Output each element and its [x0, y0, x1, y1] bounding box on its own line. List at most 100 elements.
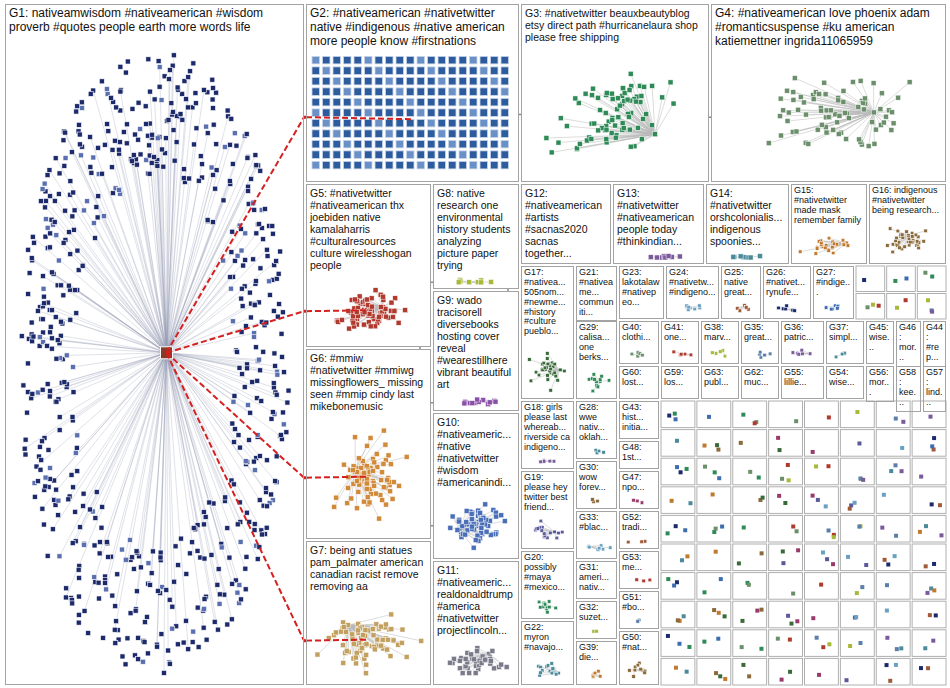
vertex-mark [796, 107, 801, 112]
vertex-mark [225, 108, 230, 113]
vertex-mark [227, 179, 232, 184]
vertex-mark [396, 109, 404, 117]
vertex-mark [542, 361, 546, 365]
cluster-line [800, 243, 846, 252]
vertex-mark [428, 119, 436, 127]
vertex-mark [428, 67, 436, 75]
cluster [456, 277, 493, 284]
vertex-mark [217, 601, 222, 606]
vertex-mark [102, 142, 107, 147]
vertex-mark [417, 130, 425, 138]
fan-line [167, 353, 260, 456]
vertex-mark [378, 305, 383, 310]
vertex-mark [43, 198, 48, 203]
fan-line [53, 353, 167, 529]
vertex-mark [592, 373, 596, 377]
vertex-mark [110, 191, 115, 196]
vertex-mark [459, 67, 467, 75]
vertex-mark [23, 452, 28, 457]
vertex-mark [191, 61, 196, 66]
vertex-mark [170, 604, 175, 609]
vertex-mark [903, 245, 907, 249]
vertex-mark [254, 231, 259, 236]
vertex-mark [870, 120, 875, 125]
vertex-mark [284, 430, 289, 435]
vertex-mark [470, 130, 478, 138]
vertex-mark [480, 119, 488, 127]
vertex-mark [573, 96, 578, 101]
vertex-mark [333, 130, 341, 138]
vertex-mark [63, 595, 68, 600]
vertex-mark [155, 588, 160, 593]
vertex-mark [240, 372, 245, 377]
fan-line [95, 238, 166, 353]
fan-line [167, 353, 225, 501]
vertex-mark [26, 292, 31, 297]
cluster [731, 254, 763, 260]
vertex-mark [68, 317, 73, 322]
vertex-mark [312, 119, 320, 127]
fan-line [56, 235, 166, 353]
vertex-mark [56, 498, 61, 503]
vertex-mark [480, 130, 488, 138]
vertex-mark [577, 141, 582, 146]
vertex-mark [616, 115, 621, 120]
cluster-line [607, 93, 655, 134]
vertex-mark [871, 110, 876, 115]
fan-line [167, 353, 276, 481]
vertex-mark [791, 351, 795, 355]
vertex-mark [195, 605, 200, 610]
vertex-mark [158, 555, 163, 560]
vertex-mark [255, 557, 260, 562]
vertex-mark [93, 235, 98, 240]
vertex-mark [235, 590, 240, 595]
vertex-mark [386, 77, 394, 85]
vertex-mark [679, 352, 683, 356]
vertex-mark [104, 587, 109, 592]
vertex-mark [354, 109, 362, 117]
vertex-mark [73, 509, 78, 514]
vertex-mark [76, 612, 81, 617]
vertex-mark [138, 565, 143, 570]
vertex-mark [211, 122, 216, 127]
vertex-mark [178, 536, 183, 541]
vertex-mark [265, 504, 270, 509]
vertex-mark [205, 131, 210, 136]
vertex-mark [352, 297, 357, 302]
vertex-mark [125, 636, 130, 641]
cluster-line [586, 94, 655, 135]
vertex-mark [232, 131, 237, 136]
vertex-mark [159, 632, 164, 637]
vertex-mark [42, 301, 47, 306]
vertex-mark [286, 388, 291, 393]
vertex-mark [333, 56, 341, 64]
vertex-mark [257, 357, 262, 362]
vertex-mark [104, 540, 109, 545]
vertex-mark [82, 542, 87, 547]
fan-line [150, 92, 166, 353]
vertex-mark [214, 142, 219, 147]
vertex-mark [144, 121, 149, 126]
vertex-mark [40, 506, 45, 511]
vertex-mark [365, 56, 373, 64]
vertex-mark [155, 644, 160, 649]
vertex-mark [146, 57, 151, 62]
vertex-mark [846, 244, 850, 248]
vertex-mark [666, 254, 671, 259]
vertex-mark [117, 187, 122, 192]
vertex-mark [274, 392, 279, 397]
vertex-mark [898, 246, 902, 250]
fan-line [167, 353, 241, 600]
vertex-mark [407, 151, 415, 159]
vertex-mark [166, 648, 171, 653]
cluster-line [829, 238, 847, 243]
vertex-mark [347, 326, 352, 331]
vertex-mark [491, 161, 499, 169]
vertex-mark [229, 617, 234, 622]
vertex-mark [323, 140, 331, 148]
cluster-line [640, 86, 655, 134]
vertex-mark [141, 659, 146, 664]
cluster-line [890, 229, 908, 236]
cluster-line [598, 98, 655, 135]
vertex-mark [74, 311, 79, 316]
